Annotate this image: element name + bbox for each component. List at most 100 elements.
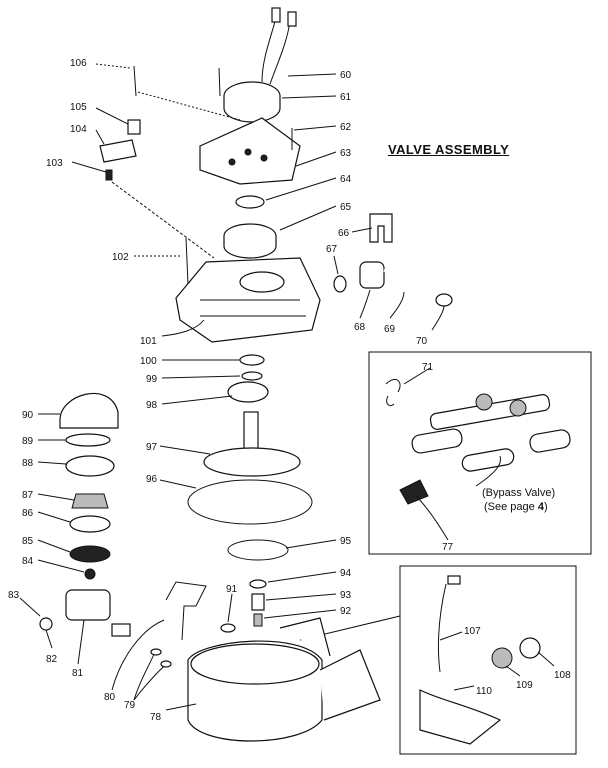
- leader-lines: [19, 63, 555, 711]
- callout-65: 65: [340, 202, 352, 213]
- callout-109: 109: [516, 680, 533, 691]
- callout-106: 106: [70, 58, 87, 69]
- callout-90: 90: [22, 410, 34, 421]
- fitting-81: [111, 623, 131, 637]
- callout-108: 108: [554, 670, 571, 681]
- callout-104: 104: [70, 124, 87, 135]
- plate-hole: [260, 154, 268, 162]
- switch-104: [99, 139, 137, 163]
- oring-100: [239, 354, 265, 366]
- oring-89: [65, 433, 111, 447]
- callout-93: 93: [340, 590, 352, 601]
- plate-hole: [228, 158, 236, 166]
- callout-97: 97: [146, 442, 158, 453]
- callout-107: 107: [464, 626, 481, 637]
- callout-103: 103: [46, 158, 63, 169]
- retainer-88: [65, 455, 115, 477]
- callout-60: 60: [340, 70, 352, 81]
- clip-80: [165, 581, 207, 641]
- callout-89: 89: [22, 436, 34, 447]
- callout-61: 61: [340, 92, 352, 103]
- detail-inset-box: [399, 565, 577, 755]
- callout-91: 91: [226, 584, 238, 595]
- valve-body-port-upper: [279, 617, 331, 657]
- nozzle-body-81: [65, 589, 111, 621]
- clip-71: [385, 379, 401, 407]
- screw-106: [133, 65, 137, 97]
- callout-84: 84: [22, 556, 34, 567]
- callout-79: 79: [124, 700, 136, 711]
- clip-70: [435, 293, 453, 307]
- screen-77: [399, 479, 429, 505]
- callout-100: 100: [140, 356, 157, 367]
- bypass-knob: [509, 399, 527, 417]
- callout-67: 67: [326, 244, 338, 255]
- clip-103: [105, 169, 113, 181]
- callout-80: 80: [104, 692, 116, 703]
- gear-87: [71, 493, 109, 509]
- bypass-valve-port: [461, 448, 515, 472]
- screen-82: [39, 617, 53, 631]
- bypass-note-page-number: 4: [537, 501, 544, 513]
- oring-79: [150, 648, 162, 656]
- wire-connector: [287, 11, 297, 27]
- spacer-105: [127, 119, 141, 135]
- callout-66: 66: [338, 228, 350, 239]
- callout-102: 102: [112, 252, 129, 263]
- oring-94: [249, 579, 267, 589]
- valve-body-top: [190, 643, 320, 685]
- callout-71: 71: [422, 362, 434, 373]
- elbow-68: [359, 261, 385, 289]
- seal-98: [227, 381, 269, 403]
- callout-78: 78: [150, 712, 162, 723]
- alignment-line: [111, 181, 215, 259]
- bypass-note-prefix: (See page: [484, 501, 538, 513]
- callout-77: 77: [442, 542, 454, 553]
- cap-90: [59, 393, 119, 429]
- bypass-valve-note-line2: (See page 4): [484, 501, 548, 513]
- cam-108: [519, 637, 541, 659]
- oring-91: [220, 623, 236, 633]
- callout-105: 105: [70, 102, 87, 113]
- housing-hub: [239, 271, 285, 293]
- bearing-64: [235, 195, 265, 209]
- lever-107-tip: [447, 575, 461, 585]
- callout-82: 82: [46, 654, 58, 665]
- bypass-valve-inset-box: [368, 351, 592, 555]
- callout-63: 63: [340, 148, 352, 159]
- bypass-knob: [475, 393, 493, 411]
- callout-68: 68: [354, 322, 366, 333]
- callout-98: 98: [146, 400, 158, 411]
- disc-86: [69, 515, 111, 533]
- callout-83: 83: [8, 590, 20, 601]
- callout-96: 96: [146, 474, 158, 485]
- callout-62: 62: [340, 122, 352, 133]
- piston-stem-97: [243, 411, 259, 453]
- callout-110: 110: [476, 686, 492, 697]
- callout-88: 88: [22, 458, 34, 469]
- gear-109: [491, 647, 513, 669]
- callout-86: 86: [22, 508, 34, 519]
- lever-107: [437, 583, 447, 673]
- bypass-valve-port: [411, 428, 463, 454]
- bypass-valve-note-line1: (Bypass Valve): [482, 487, 556, 499]
- gear-65-body: [223, 236, 277, 259]
- valve-body-port: [319, 649, 381, 721]
- piston-disc-97: [203, 447, 301, 477]
- callout-92: 92: [340, 606, 352, 617]
- diagram-title: VALVE ASSEMBLY: [388, 142, 510, 157]
- motor-wires: [261, 17, 291, 85]
- spring-92: [253, 613, 263, 627]
- housing-detail-110: [419, 689, 502, 745]
- bypass-note-suffix: ): [543, 501, 548, 513]
- callout-69: 69: [384, 324, 396, 335]
- callout-94: 94: [340, 568, 352, 579]
- wire-connector: [271, 7, 281, 23]
- seal-95: [227, 539, 289, 561]
- washer-99: [241, 371, 263, 381]
- callout-81: 81: [72, 668, 84, 679]
- ball-84: [84, 568, 96, 580]
- clip-66: [369, 213, 393, 243]
- callout-87: 87: [22, 490, 34, 501]
- callout-101: 101: [140, 336, 157, 347]
